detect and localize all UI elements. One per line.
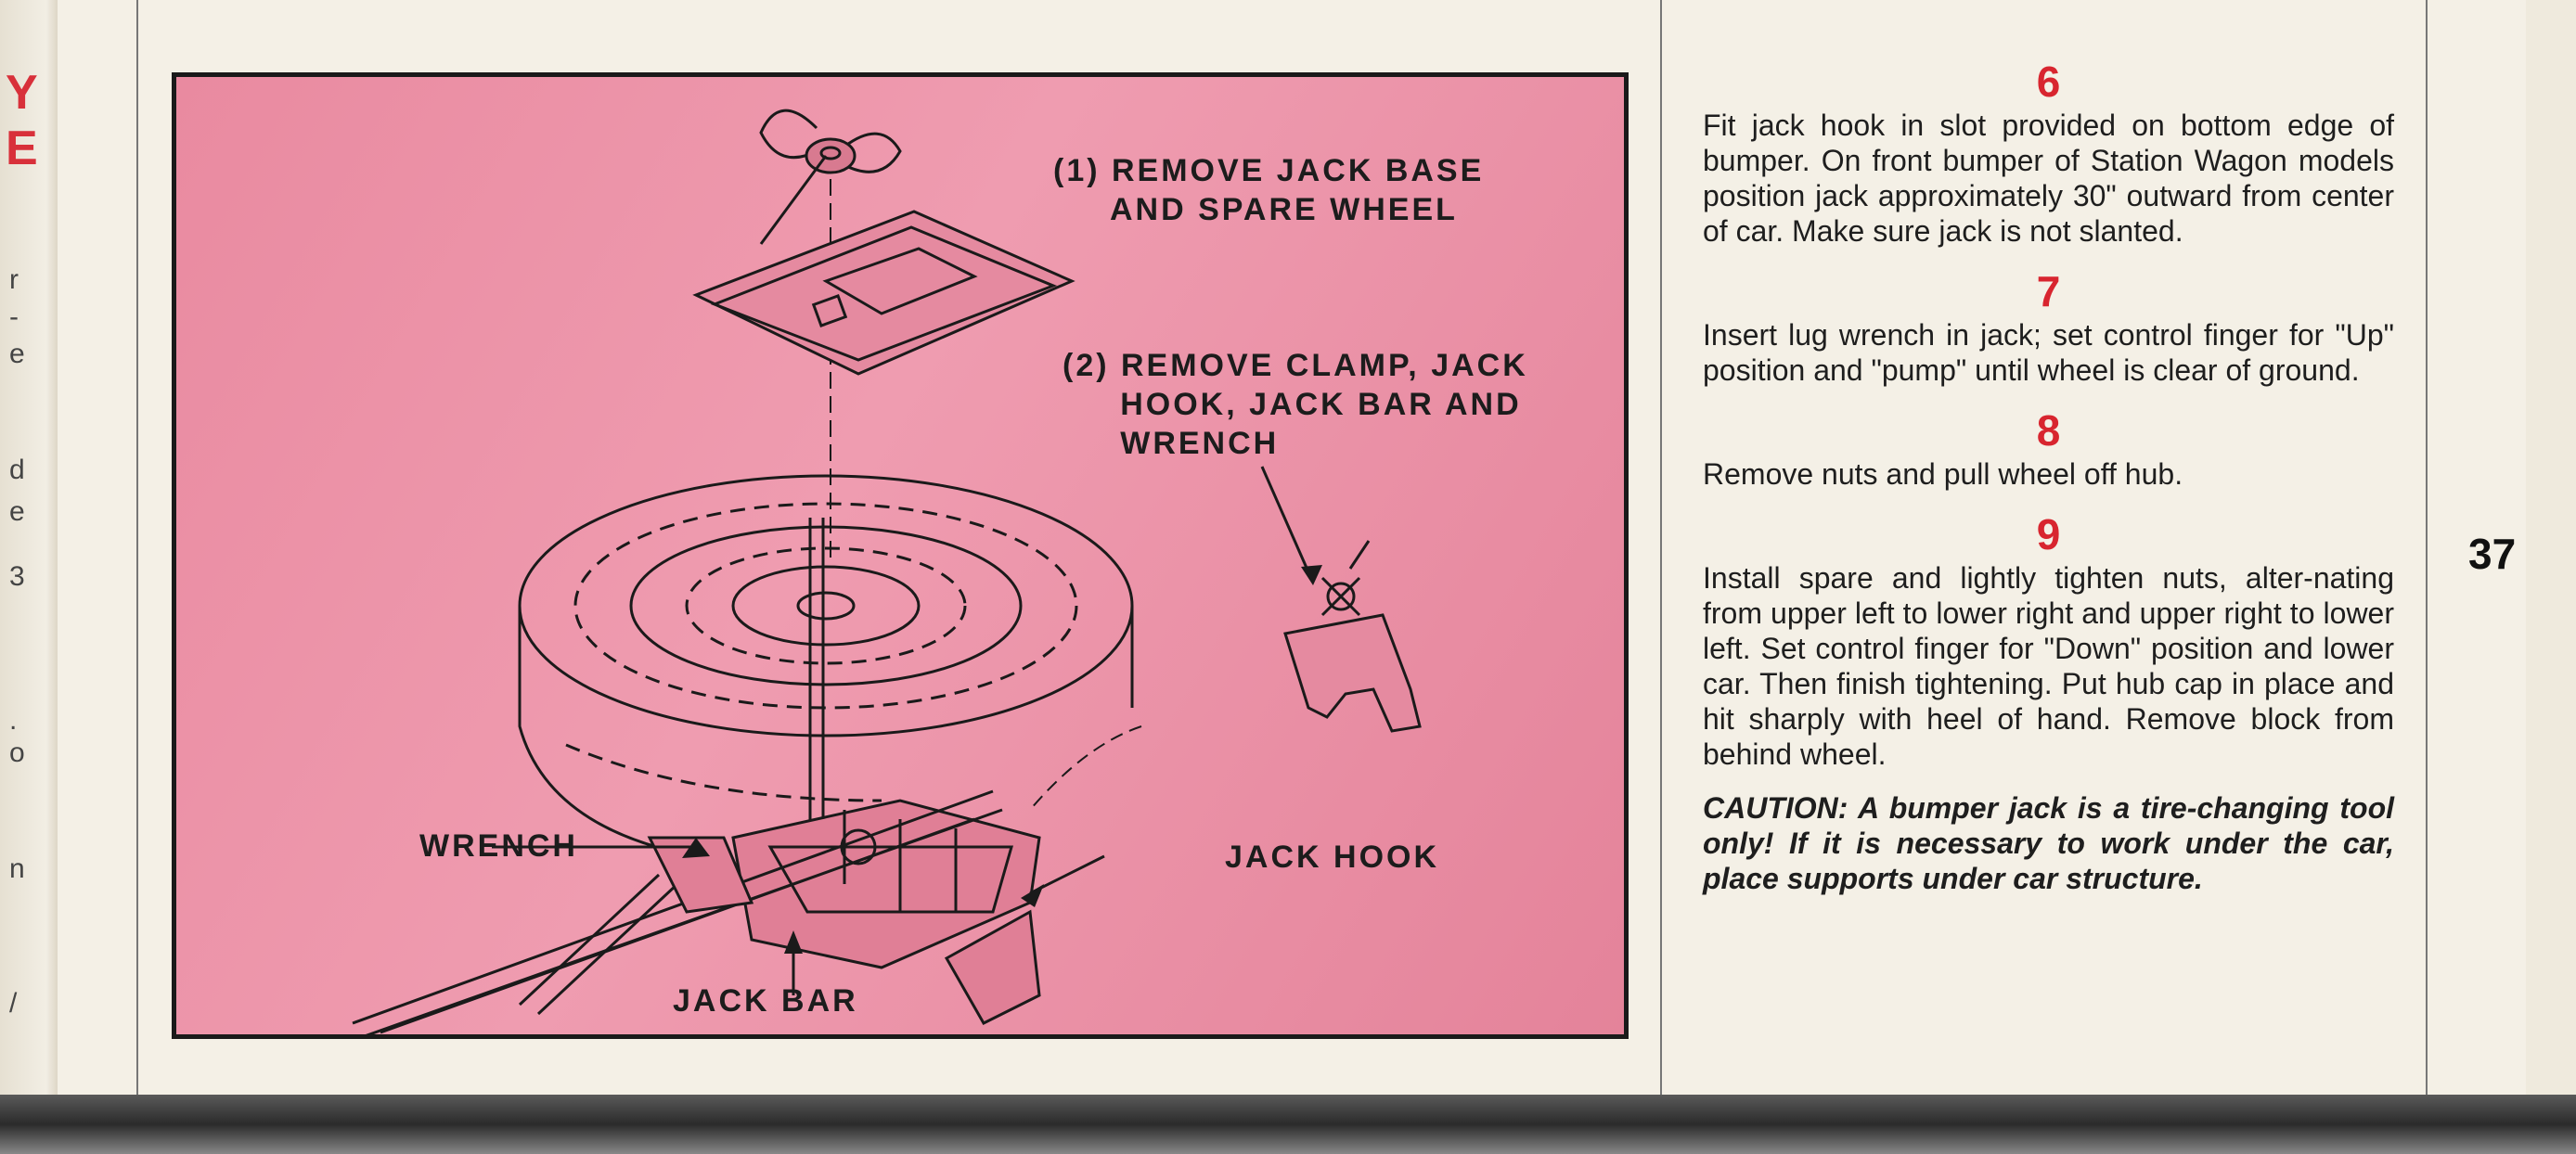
prev-page-fragment: r	[9, 264, 19, 295]
jack-hook-icon	[1283, 540, 1422, 733]
prev-page-mark: E	[6, 122, 38, 175]
step-8: 8 Remove nuts and pull wheel off hub.	[1703, 404, 2394, 492]
wrench-icon	[518, 836, 754, 1016]
wing-nut-icon	[759, 109, 902, 174]
page-margin-rule	[136, 0, 138, 1095]
callout-jack-bar: JACK BAR	[673, 983, 858, 1019]
prev-page-fragment: d	[9, 455, 25, 485]
step-text: Fit jack hook in slot provided on bottom…	[1703, 109, 2394, 248]
prev-page-fragment: -	[9, 301, 19, 332]
prev-page-fragment: o	[9, 737, 25, 768]
callout-wrench: WRENCH	[419, 828, 578, 864]
step-text: Insert lug wrench in jack; set control f…	[1703, 318, 2394, 387]
margin-divider	[2426, 0, 2428, 1095]
prev-page-fragment: e	[9, 496, 25, 527]
spare-wheel-icon	[518, 474, 1134, 858]
prev-page-fragment: /	[9, 988, 18, 1019]
step-6: 6 Fit jack hook in slot provided on bott…	[1703, 56, 2394, 249]
step-number: 9	[2036, 510, 2061, 558]
previous-page-edge: Y E r - e d e 3 . o n /	[0, 0, 58, 1095]
callout-remove-jack-base: (1) REMOVE JACK BASE AND SPARE WHEEL	[1053, 153, 1485, 227]
book-binding-shadow	[0, 1095, 2576, 1154]
prev-page-fragment: n	[9, 853, 25, 884]
jack-base-icon	[692, 210, 1075, 376]
step-text: Remove nuts and pull wheel off hub.	[1703, 457, 2183, 491]
step-number: 6	[2036, 58, 2061, 106]
step-9: 9 Install spare and lightly tighten nuts…	[1703, 508, 2394, 772]
callout-jack-hook: JACK HOOK	[1225, 840, 1440, 875]
step-text: Install spare and lightly tighten nuts, …	[1703, 561, 2394, 771]
prev-page-fragment: 3	[9, 561, 25, 592]
jack-drawing	[352, 109, 1422, 1034]
instructions-column: 6 Fit jack hook in slot provided on bott…	[1703, 56, 2394, 926]
prev-page-mark: Y	[6, 66, 38, 120]
step-number: 7	[2036, 267, 2061, 315]
column-divider	[1660, 0, 1662, 1095]
step-number: 8	[2036, 406, 2061, 455]
prev-page-fragment: .	[9, 705, 18, 736]
step-7: 7 Insert lug wrench in jack; set control…	[1703, 265, 2394, 388]
prev-page-fragment: e	[9, 339, 25, 369]
caution-note: CAUTION: A bumper jack is a tire-changin…	[1703, 791, 2394, 895]
callout-leader	[1260, 466, 1315, 583]
callout-remove-clamp: (2) REMOVE CLAMP, JACK HOOK, JACK BAR AN…	[1063, 348, 1528, 461]
page-number: 37	[2468, 530, 2517, 578]
jack-illustration: (1) REMOVE JACK BASE AND SPARE WHEEL (2)…	[172, 72, 1629, 1039]
callout-leader	[759, 155, 828, 245]
